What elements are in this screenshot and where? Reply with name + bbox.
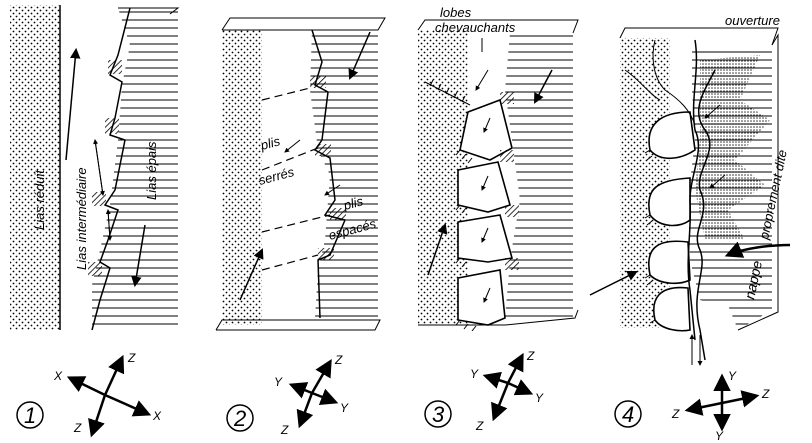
arrow-down	[348, 31, 371, 80]
hatch-4	[505, 258, 519, 270]
panel-number-circle-3	[424, 400, 452, 428]
arrow-down	[131, 224, 146, 288]
panel-number-3: 3	[432, 402, 445, 427]
top-frame	[619, 27, 779, 46]
label-lias-reduit: Lias réduit	[32, 169, 47, 230]
bottom-frame	[418, 309, 579, 326]
thrust-teeth-top	[424, 79, 471, 106]
nappe-fault	[687, 39, 700, 341]
axis-z-upper: Z	[334, 353, 343, 367]
arrow-mid-2	[93, 139, 104, 196]
panel-number-circle-4	[614, 400, 642, 428]
arrow-mid-4	[105, 209, 111, 241]
panel-number-4: 4	[622, 402, 634, 427]
shaded-area	[695, 55, 770, 240]
label-ouverture: ouverture	[725, 13, 780, 28]
hatch-3	[92, 192, 106, 206]
axis-z-lower: Z	[280, 423, 289, 437]
panel-3: lobes chevauchants Y Y Z Z 3	[417, 5, 579, 433]
axis-y-lower: Y	[715, 429, 724, 443]
axis-y-lower: Y	[535, 391, 544, 405]
right-frame	[737, 33, 779, 331]
arrow-lobe-3	[481, 227, 489, 243]
axis-y-upper: Y	[470, 367, 479, 381]
panel-number-1: 1	[24, 403, 36, 428]
label-chevauchants: chevauchants	[435, 20, 516, 35]
label-lobes: lobes	[440, 5, 472, 20]
axis-x-upper: X	[53, 369, 63, 383]
panel-2: plis serrés plis espacés Y Y Z Z 2	[215, 17, 386, 437]
hatch-3	[330, 208, 346, 220]
label-lias-epais: Lias épais	[144, 141, 159, 200]
axis-z-left: Z	[671, 407, 680, 421]
arrow-small-1	[704, 104, 721, 119]
axis-z-lower: Z	[73, 421, 82, 435]
arrow-thrust	[475, 69, 489, 91]
label-plis-2: plis	[341, 193, 365, 213]
nappe-fault-2	[696, 69, 716, 361]
hatch-2	[500, 150, 514, 162]
axis-z-upper: Z	[127, 351, 136, 365]
axis-y-upper: Y	[274, 375, 283, 389]
arrow-small-1	[284, 139, 301, 153]
arrow-lobe-4	[483, 287, 491, 303]
arrow-lobe-2	[481, 175, 489, 191]
arrow-top	[534, 69, 553, 104]
arrow-up	[427, 223, 448, 276]
label-lias-intermediaire: Lias intermédiaire	[74, 167, 89, 270]
axes-4	[684, 373, 760, 432]
striped-block	[310, 30, 378, 318]
arrow-up	[239, 248, 264, 301]
top-frame	[221, 17, 386, 31]
hatch-1	[500, 92, 514, 104]
panel-1: Lias réduit Lias intermédiaire Lias épai…	[10, 5, 180, 438]
arrow-small-2	[324, 184, 341, 196]
hatch-3	[505, 205, 519, 217]
hatch-2	[315, 144, 331, 156]
arrow-small-2	[709, 174, 726, 189]
bottom-frame	[215, 319, 381, 331]
axis-z-upper: Z	[526, 349, 535, 363]
panel-4: ouverture nappe proprement dite Y Y Z Z …	[589, 13, 791, 443]
arrow-nappe	[724, 241, 791, 258]
stippled-block	[222, 30, 262, 325]
axis-y-upper: Y	[728, 369, 737, 383]
wiggly-line-2	[624, 69, 661, 101]
axis-y-lower: Y	[340, 401, 349, 415]
axes-2	[288, 358, 339, 429]
arrow-lobe-1	[483, 117, 491, 133]
axes-3	[482, 352, 534, 422]
dashed-fold-lines	[261, 87, 331, 271]
hatch-4	[88, 262, 102, 276]
arrow-up	[65, 47, 81, 161]
teeth-lobes	[644, 149, 656, 324]
wiggly-line-1	[652, 39, 696, 126]
hatch-1	[310, 76, 326, 88]
hatch-4	[318, 248, 334, 260]
fault-trace	[91, 7, 131, 331]
top-frame	[417, 19, 579, 34]
panel-number-2: 2	[233, 406, 246, 431]
label-serres: serrés	[257, 164, 296, 188]
axis-z-right: Z	[761, 387, 770, 401]
panel-number-circle-2	[226, 404, 254, 432]
hatch-2	[105, 118, 119, 134]
teeth-lobes	[455, 149, 477, 332]
hatch-1	[108, 60, 122, 74]
stippled-block	[10, 5, 60, 330]
striped-block	[505, 33, 573, 318]
striped-block	[92, 8, 178, 330]
panel-number-circle-1	[16, 401, 44, 429]
label-nappe: nappe	[741, 259, 765, 301]
axis-x-lower: X	[152, 409, 162, 423]
label-plis-1: plis	[258, 133, 282, 153]
axes-1	[66, 354, 152, 438]
top-fold-corner	[118, 7, 180, 15]
axis-z-lower: Z	[475, 419, 484, 433]
arrow-right	[589, 271, 638, 296]
